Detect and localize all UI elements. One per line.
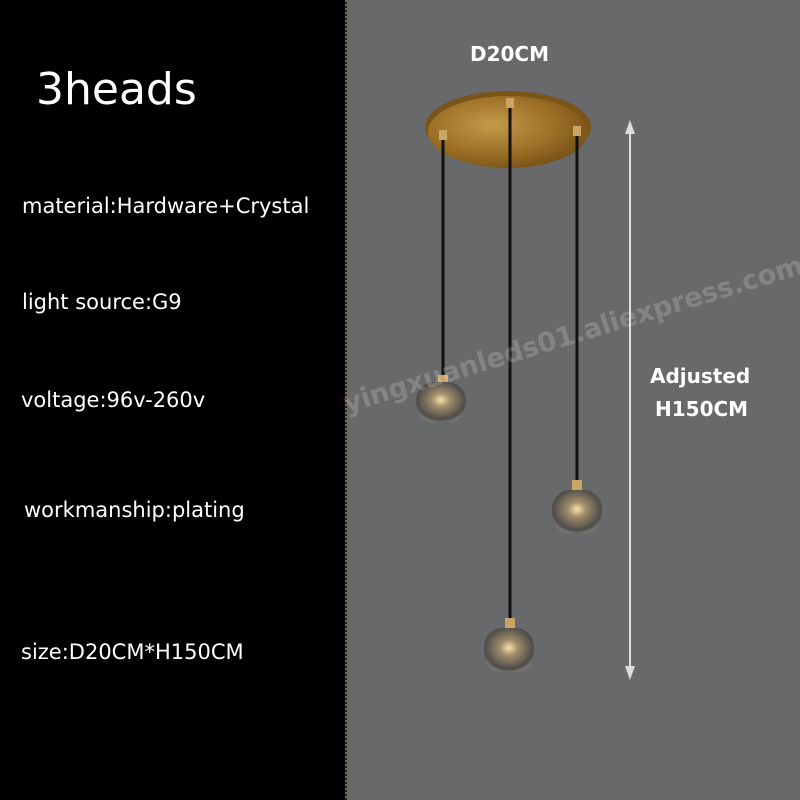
pendant-shade-2 (552, 490, 602, 533)
diameter-label: D20CM (470, 42, 550, 66)
product-title: 3heads (36, 64, 197, 115)
pendant-shade-3 (484, 628, 534, 672)
height-arrow (625, 120, 635, 680)
divider (345, 0, 347, 800)
spec-size: size:D20CM*H150CM (21, 640, 244, 664)
spec-voltage: voltage:96v-260v (21, 388, 206, 412)
spec-light-source: light source:G9 (22, 290, 182, 314)
spec-workmanship: workmanship:plating (24, 498, 245, 522)
height-label-line1: Adjusted (650, 364, 751, 388)
spec-panel (0, 0, 345, 800)
ceiling-canopy (425, 91, 591, 168)
spec-material: material:Hardware+Crystal (22, 194, 310, 218)
pendant-shade-1 (416, 382, 466, 422)
height-label-line2: H150CM (655, 397, 749, 421)
